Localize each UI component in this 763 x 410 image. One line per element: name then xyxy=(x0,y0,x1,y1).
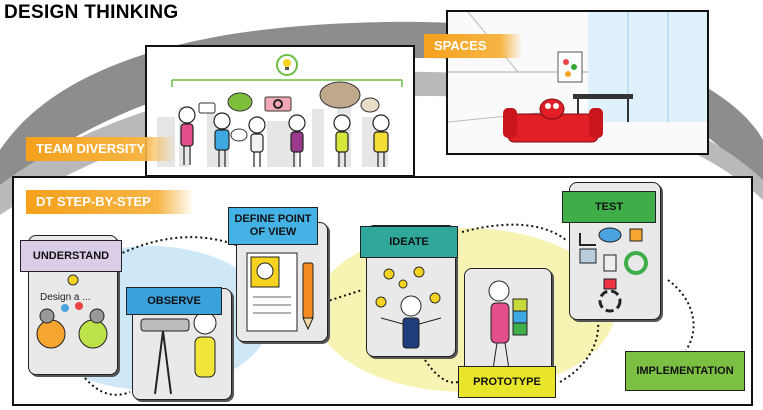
document-icon xyxy=(246,252,298,332)
speech-bubble-icon xyxy=(198,81,380,142)
define-illustration xyxy=(246,252,314,332)
cloud-icon xyxy=(598,227,622,243)
lightbulb-icon xyxy=(67,274,79,286)
pencil-icon xyxy=(302,262,314,331)
understand-caption: Design a ... xyxy=(40,292,91,303)
test-label: TEST xyxy=(562,191,656,223)
prototype-card xyxy=(464,268,552,380)
page-title: DESIGN THINKING xyxy=(4,2,179,23)
test-illustration xyxy=(579,227,648,313)
connector-understand-define xyxy=(117,236,237,256)
understand-illustration xyxy=(36,274,108,349)
define-label-line2: OF VIEW xyxy=(249,226,297,238)
prototype-label: PROTOTYPE xyxy=(458,366,556,398)
implementation-label: IMPLEMENTATION xyxy=(625,351,745,391)
dt-step-by-step-ribbon: DT STEP-BY-STEP xyxy=(26,190,194,214)
define-label-line1: DEFINE POINT xyxy=(234,213,312,225)
lightbulb-icon xyxy=(375,266,441,308)
observe-illustration xyxy=(140,311,217,395)
sofa-icon xyxy=(503,98,603,143)
team-diversity-ribbon: TEAM DIVERSITY xyxy=(26,137,176,161)
connector-test-implementation xyxy=(667,279,695,351)
lightbulb-icon xyxy=(276,54,298,76)
connector-understand-observe xyxy=(84,377,131,396)
team-illustration xyxy=(157,54,403,167)
understand-label: UNDERSTAND xyxy=(20,240,122,272)
binoculars-icon xyxy=(140,318,190,395)
connector-define-ideate xyxy=(324,289,363,303)
ideate-label: IDEATE xyxy=(360,226,458,258)
team-diversity-panel xyxy=(145,45,415,177)
spaces-ribbon: SPACES xyxy=(424,34,522,58)
observe-label: OBSERVE xyxy=(126,287,222,315)
prototype-illustration xyxy=(488,280,528,370)
connector-prototype-test xyxy=(559,319,600,383)
define-point-of-view-label: DEFINE POINT OF VIEW xyxy=(228,207,318,245)
ideate-illustration xyxy=(375,266,442,349)
refresh-icon xyxy=(598,251,648,313)
